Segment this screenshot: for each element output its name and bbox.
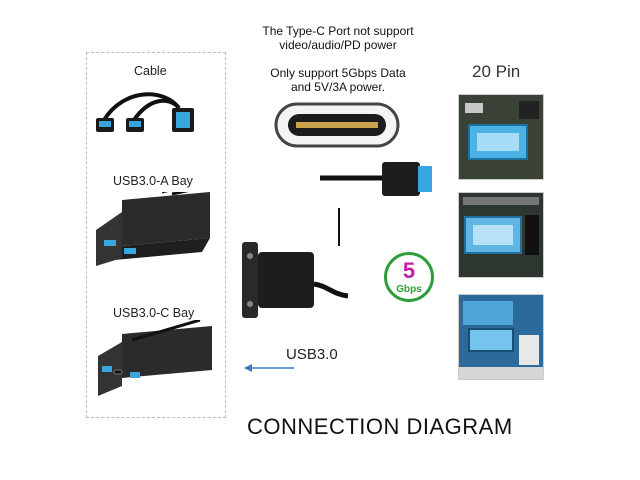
type-c-port-closeup: [274, 102, 400, 148]
arrow-left-icon: [244, 364, 294, 372]
diagram-title: CONNECTION DIAGRAM: [247, 414, 513, 439]
usb-cable-illustration: [96, 92, 194, 132]
cable-label: Cable: [134, 64, 167, 78]
bay-a-label: USB3.0-A Bay: [113, 174, 193, 188]
speed-badge-number: 5: [402, 258, 416, 283]
motherboard-photo-3: [458, 294, 544, 380]
notice-line-3: Only support 5Gbps Data: [270, 66, 406, 80]
accessories-panel: [86, 52, 226, 418]
motherboard-photo-1: [458, 94, 544, 180]
header-cable: [320, 162, 432, 196]
bay-c-label: USB3.0-C Bay: [113, 306, 195, 320]
panel-mount-connector: [242, 242, 349, 318]
motherboard-photo-2: [458, 192, 544, 278]
notice-line-4: and 5V/3A power.: [290, 80, 386, 94]
vertical-divider: [338, 208, 340, 246]
notice-line-2: video/audio/PD power: [279, 38, 397, 52]
speed-badge-unit: Gbps: [396, 284, 422, 295]
bay-a-illustration: [96, 192, 210, 266]
notice-text: The Type-C Port not support video/audio/…: [238, 24, 438, 94]
pin-label: 20 Pin: [472, 62, 521, 81]
bay-c-illustration: [98, 320, 212, 396]
notice-line-1: The Type-C Port not support: [262, 24, 414, 38]
speed-badge: 5 Gbps: [384, 252, 434, 302]
usb3-label: USB3.0: [286, 346, 338, 363]
